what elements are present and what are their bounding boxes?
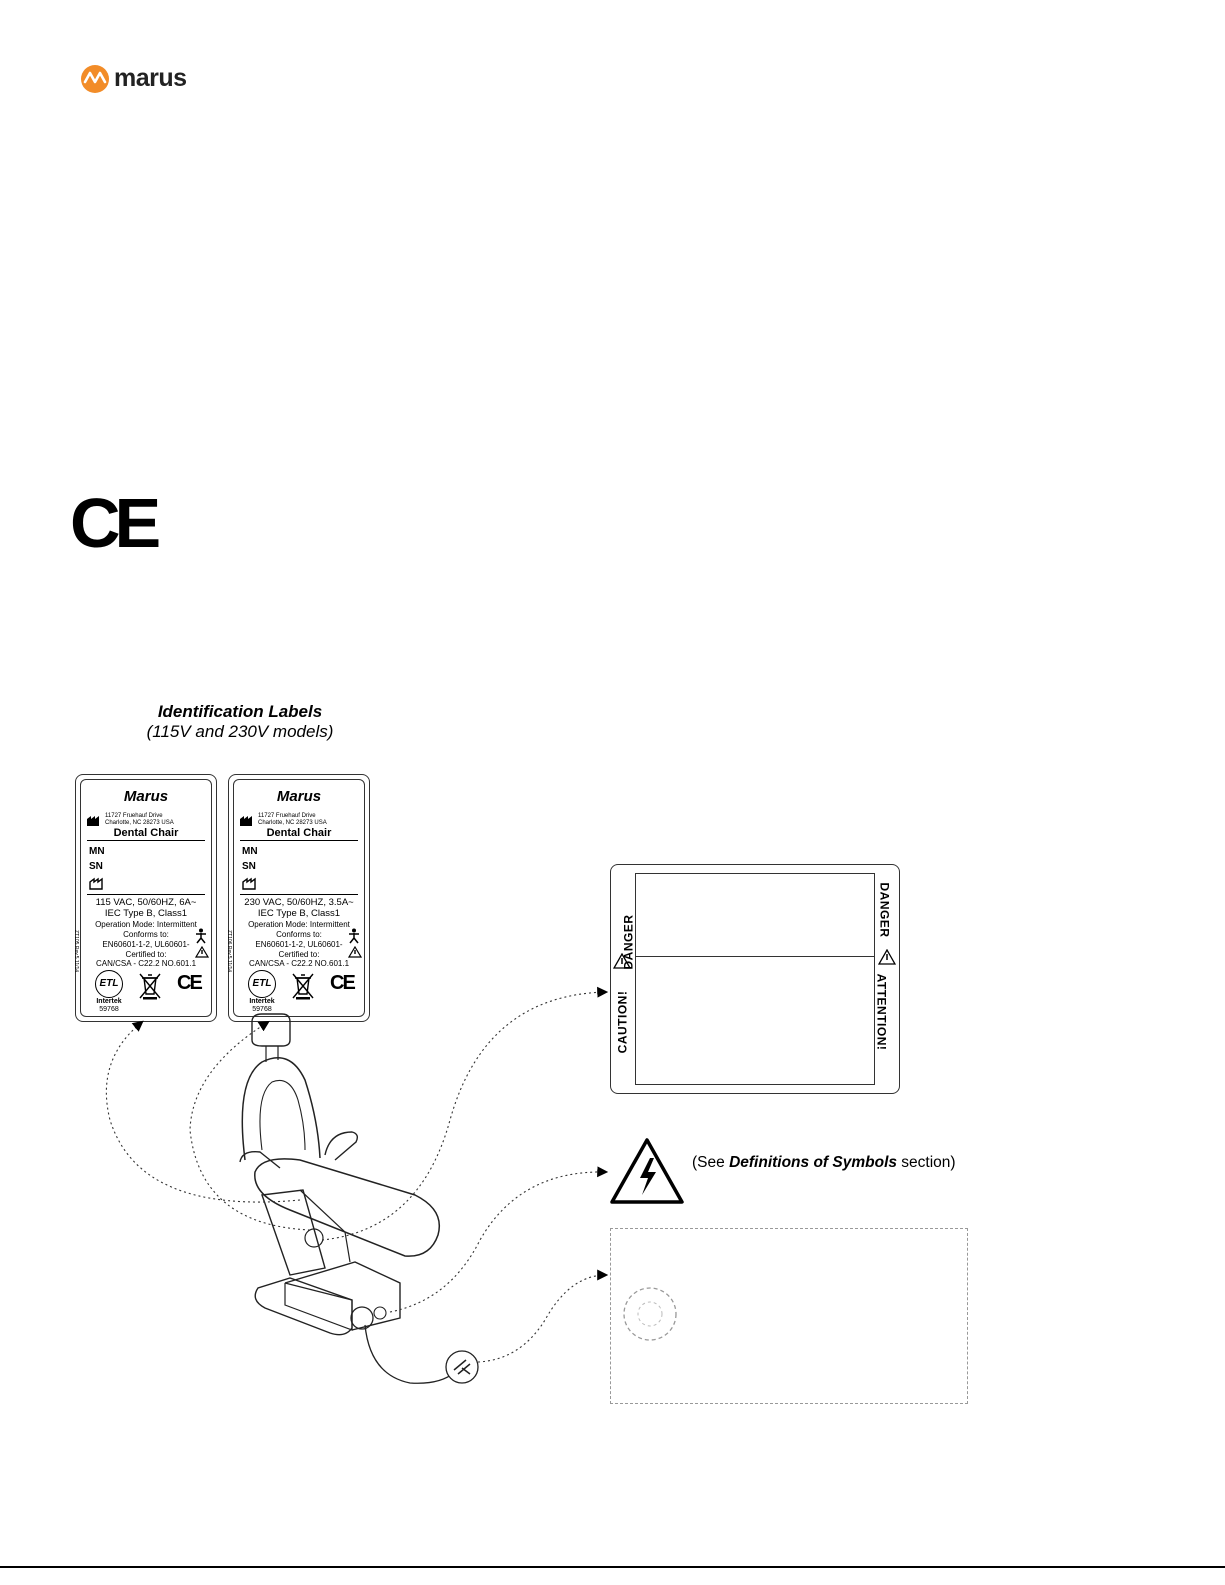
weee-bin-icon: [292, 973, 314, 1000]
symbol-note-prefix: (See: [692, 1154, 730, 1171]
manufacturer-icon: [240, 816, 252, 826]
label-mode: Operation Mode: Intermittent: [248, 920, 350, 929]
symbol-note-suffix: section): [897, 1154, 956, 1171]
manufacture-date-icon: [242, 877, 256, 890]
label-conforms: EN60601-1-2, UL60601-: [255, 940, 343, 949]
label-spec1: 230 VAC, 50/60HZ, 3.5A~: [244, 897, 354, 908]
label-mn: MN: [89, 846, 105, 857]
warning-triangle-icon: [348, 946, 362, 958]
label-attention: ATTENTION!: [874, 973, 889, 1051]
label-certified: CAN/CSA - C22.2 NO.601.1: [248, 959, 350, 968]
address-line-2: Charlotte, NC 28273 USA: [105, 820, 174, 826]
id-label-border: Marus 11727 Fruehauf Drive Charlotte, NC…: [226, 779, 365, 1017]
label-spec1: 115 VAC, 50/60HZ, 6A~: [95, 897, 197, 908]
type-b-person-icon: [196, 928, 206, 944]
label-sn: SN: [89, 861, 103, 872]
label-sn: SN: [242, 861, 256, 872]
label-spec2: IEC Type B, Class1: [257, 908, 341, 919]
intertek-mark: Intertek 59768: [89, 998, 129, 1014]
label-certified-label: Certified to:: [278, 950, 320, 959]
address-line-2: Charlotte, NC 28273 USA: [258, 820, 327, 826]
label-address: 11727 Fruehauf Drive Charlotte, NC 28273…: [258, 813, 327, 827]
symbol-note: (See Definitions of Symbols section): [692, 1154, 956, 1172]
label-certified: CAN/CSA - C22.2 NO.601.1: [95, 959, 197, 968]
marus-wave-icon: [81, 65, 109, 93]
label-separator: [240, 894, 358, 895]
label-mode: Operation Mode: Intermittent: [95, 920, 197, 929]
etl-mark: ETL: [248, 970, 276, 998]
intertek-text: Intertek: [249, 998, 275, 1005]
label-separator: [87, 894, 205, 895]
warning-label-divider: [635, 956, 875, 957]
intertek-number: 59768: [99, 1006, 119, 1013]
address-line-1: 11727 Fruehauf Drive: [258, 813, 316, 819]
label-conforms: EN60601-1-2, UL60601-: [102, 940, 190, 949]
label-product: Dental Chair: [240, 827, 358, 841]
type-b-person-icon: [349, 928, 359, 944]
id-label-115v: Marus 11727 Fruehauf Drive Charlotte, NC…: [73, 774, 217, 1022]
label-brand: Marus: [123, 788, 169, 805]
intertek-text: Intertek: [96, 998, 122, 1005]
marus-logo: marus: [80, 62, 200, 98]
label-caution: CAUTION!: [615, 990, 630, 1054]
footer-rule: [0, 1566, 1225, 1568]
warning-label: DANGER CAUTION! DANGER ATTENTION!: [610, 864, 900, 1094]
label-spec2: IEC Type B, Class1: [104, 908, 188, 919]
label-ce-mark: CE: [177, 972, 203, 994]
high-voltage-warning-icon: [610, 1138, 684, 1204]
address-line-1: 11727 Fruehauf Drive: [105, 813, 163, 819]
ce-mark: CE: [70, 484, 161, 562]
labels-subtitle: (115V and 230V models): [146, 722, 334, 741]
label-address: 11727 Fruehauf Drive Charlotte, NC 28273…: [105, 813, 174, 827]
id-label-border: Marus 11727 Fruehauf Drive Charlotte, NC…: [73, 779, 212, 1017]
label-ce-mark: CE: [330, 972, 356, 994]
warning-triangle-icon: [195, 946, 209, 958]
label-product: Dental Chair: [87, 827, 205, 841]
label-brand: Marus: [276, 788, 322, 805]
rating-plate-placeholder: [610, 1228, 968, 1404]
etl-mark: ETL: [95, 970, 123, 998]
weee-bin-icon: [139, 973, 161, 1000]
warning-label-panel: [635, 873, 875, 1085]
power-plug-icon: [453, 1359, 471, 1375]
identification-labels-heading: Identification Labels (115V and 230V mod…: [140, 702, 340, 742]
intertek-mark: Intertek 59768: [242, 998, 282, 1014]
label-certified-label: Certified to:: [125, 950, 167, 959]
intertek-number: 59768: [252, 1006, 272, 1013]
symbol-note-bold: Definitions of Symbols: [729, 1154, 897, 1171]
id-label-230v: Marus 11727 Fruehauf Drive Charlotte, NC…: [226, 774, 370, 1022]
manufacturer-icon: [87, 816, 99, 826]
logo-text: marus: [114, 64, 187, 92]
label-conforms-label: Conforms to:: [123, 930, 169, 939]
warning-triangle-icon: [878, 949, 896, 965]
manufacture-date-icon: [89, 877, 103, 890]
labels-title: Identification Labels: [157, 702, 323, 721]
label-danger-right: DANGER: [877, 882, 892, 938]
label-mn: MN: [242, 846, 258, 857]
warning-triangle-icon: [613, 953, 631, 969]
label-conforms-label: Conforms to:: [276, 930, 322, 939]
